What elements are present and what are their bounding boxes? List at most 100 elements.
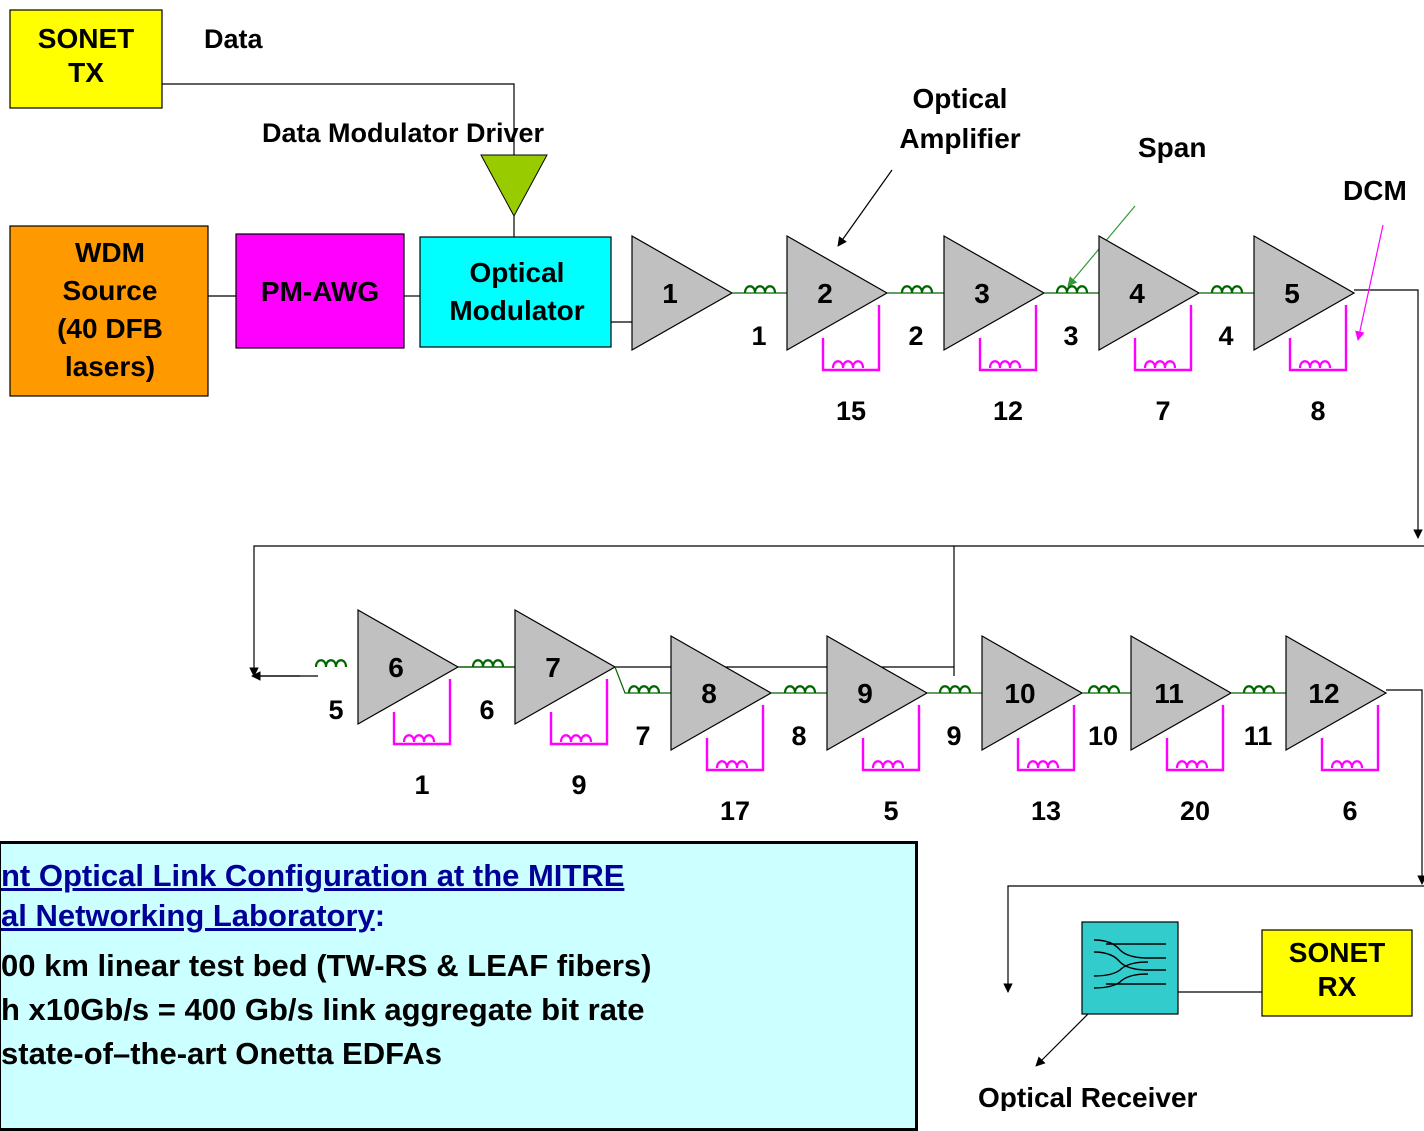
span-number-r2-2: 7 bbox=[635, 721, 650, 751]
wdm-source-block bbox=[9, 225, 209, 397]
amplifier-number-r2-7: 12 bbox=[1308, 678, 1339, 709]
caption-box: nt Optical Link Configuration at the MIT… bbox=[0, 841, 918, 1131]
caption-title-line2: al Networking Laboratory: bbox=[1, 898, 385, 934]
dcm-r1-4: 7 bbox=[1133, 305, 1193, 426]
caption-bullet-2: h x10Gb/s = 400 Gb/s link aggregate bit … bbox=[1, 992, 645, 1027]
dcm-r2-3: 17 bbox=[705, 705, 765, 826]
dcm-length-r2-5: 13 bbox=[1031, 796, 1061, 826]
amplifier-r2-1 bbox=[357, 608, 460, 726]
span-label: Span bbox=[1138, 132, 1206, 163]
dcm-r2-1: 1 bbox=[392, 679, 452, 800]
data-modulator-driver-label: Data Modulator Driver bbox=[262, 118, 545, 148]
dcm-r2-6: 20 bbox=[1165, 705, 1225, 826]
receiver-connections bbox=[1003, 689, 1424, 1067]
dcm-length-r1-2: 15 bbox=[836, 396, 866, 426]
optical-receiver-label: Optical Receiver bbox=[978, 1082, 1198, 1111]
dcm-length-r1-5: 8 bbox=[1310, 396, 1325, 426]
amplifier-number-r2-2: 7 bbox=[545, 652, 561, 683]
span-r2-2: 7 bbox=[614, 666, 671, 751]
dcm-length-r2-1: 1 bbox=[414, 770, 429, 800]
caption-bullet-1: 00 km linear test bed (TW-RS & LEAF fibe… bbox=[1, 948, 652, 983]
amplifier-r2-4 bbox=[826, 634, 929, 752]
caption-title-line1: nt Optical Link Configuration at the MIT… bbox=[1, 858, 625, 893]
span-r1-3: 3 bbox=[1044, 285, 1099, 351]
amplifier-number-r1-1: 1 bbox=[662, 278, 678, 309]
amplifier-r1-4 bbox=[1098, 234, 1201, 352]
pm-awg-label: PM-AWG bbox=[261, 276, 379, 307]
dcm-r2-7: 6 bbox=[1320, 705, 1380, 826]
caption-title-line2-text: al Networking Laboratory bbox=[1, 898, 375, 933]
span-number-r2-3: 8 bbox=[791, 721, 806, 751]
amplifier-r2-7 bbox=[1285, 634, 1388, 752]
caption-colon: : bbox=[374, 898, 386, 933]
span-number-r2-5: 10 bbox=[1088, 721, 1118, 751]
amplifier-r2-6 bbox=[1130, 634, 1233, 752]
span-number-r1-3: 3 bbox=[1063, 321, 1078, 351]
amplifier-number-r2-6: 11 bbox=[1154, 678, 1184, 709]
span-r1-4: 4 bbox=[1199, 285, 1254, 351]
amplifier-r2-2 bbox=[514, 608, 617, 726]
span-r2-5: 10 bbox=[1082, 685, 1131, 751]
span-number-r1-1: 1 bbox=[751, 321, 766, 351]
span-number-r1-2: 2 bbox=[908, 321, 923, 351]
span-r2-3: 8 bbox=[771, 685, 827, 751]
span-number-r2-6: 11 bbox=[1244, 721, 1273, 751]
dcm-pointer bbox=[1355, 224, 1384, 341]
data-label: Data bbox=[204, 24, 264, 54]
sonet-tx-block bbox=[9, 9, 163, 109]
dcm-label: DCM bbox=[1343, 175, 1407, 206]
amplifier-r2-3 bbox=[670, 634, 773, 752]
amplifier-number-r1-5: 5 bbox=[1284, 278, 1300, 309]
sonet-rx-block bbox=[1261, 929, 1413, 1017]
amplifier-r1-2 bbox=[786, 234, 889, 352]
receiver-pointer bbox=[1035, 1011, 1091, 1067]
amplifier-r1-5 bbox=[1253, 234, 1356, 352]
amplifier-chain: 1115221233744855166977178859913101020111… bbox=[249, 234, 1388, 826]
span-r2-1: 6 bbox=[458, 659, 515, 725]
dcm-length-r2-6: 20 bbox=[1180, 796, 1210, 826]
span-r2-6: 11 bbox=[1231, 685, 1286, 751]
dcm-length-r2-4: 5 bbox=[883, 796, 898, 826]
span-number-r2-4: 9 bbox=[946, 721, 961, 751]
dcm-r2-2: 9 bbox=[549, 679, 609, 800]
amplifier-number-r2-5: 10 bbox=[1004, 678, 1035, 709]
tx-connections bbox=[162, 83, 1424, 676]
modulator-driver-triangle bbox=[480, 154, 548, 218]
receiver-filter-icon bbox=[1093, 939, 1166, 989]
span-number-r2-0: 5 bbox=[328, 695, 343, 725]
amplifier-number-r1-2: 2 bbox=[817, 278, 833, 309]
dcm-r1-2: 15 bbox=[821, 305, 881, 426]
dcm-r1-5: 8 bbox=[1288, 305, 1348, 426]
span-number-r1-4: 4 bbox=[1218, 321, 1233, 351]
caption-bullet-3: state-of–the-art Onetta EDFAs bbox=[1, 1036, 442, 1071]
span-r2-4: 9 bbox=[927, 685, 982, 751]
dcm-length-r1-3: 12 bbox=[993, 396, 1023, 426]
amplifier-number-r2-1: 6 bbox=[388, 652, 404, 683]
amplifier-r2-5 bbox=[981, 634, 1084, 752]
amplifier-pointer bbox=[837, 169, 893, 247]
amplifier-r1-3 bbox=[943, 234, 1046, 352]
dcm-r2-4: 5 bbox=[861, 705, 921, 826]
dcm-r2-5: 13 bbox=[1016, 705, 1076, 826]
amplifier-number-r2-4: 9 bbox=[857, 678, 873, 709]
span-r1-1: 1 bbox=[732, 285, 787, 351]
pm-awg-block bbox=[235, 233, 405, 349]
dcm-length-r1-4: 7 bbox=[1155, 396, 1170, 426]
dcm-r1-3: 12 bbox=[978, 305, 1038, 426]
span-number-r2-1: 6 bbox=[479, 695, 494, 725]
amplifier-number-r2-3: 8 bbox=[701, 678, 717, 709]
amplifier-number-r1-3: 3 bbox=[974, 278, 990, 309]
dcm-length-r2-3: 17 bbox=[720, 796, 750, 826]
amplifier-r1-1 bbox=[631, 234, 734, 352]
dcm-length-r2-2: 9 bbox=[571, 770, 586, 800]
row2-feed bbox=[249, 545, 954, 677]
dcm-length-r2-7: 6 bbox=[1342, 796, 1357, 826]
optical-modulator-block bbox=[419, 236, 612, 348]
amplifier-number-r1-4: 4 bbox=[1129, 278, 1145, 309]
